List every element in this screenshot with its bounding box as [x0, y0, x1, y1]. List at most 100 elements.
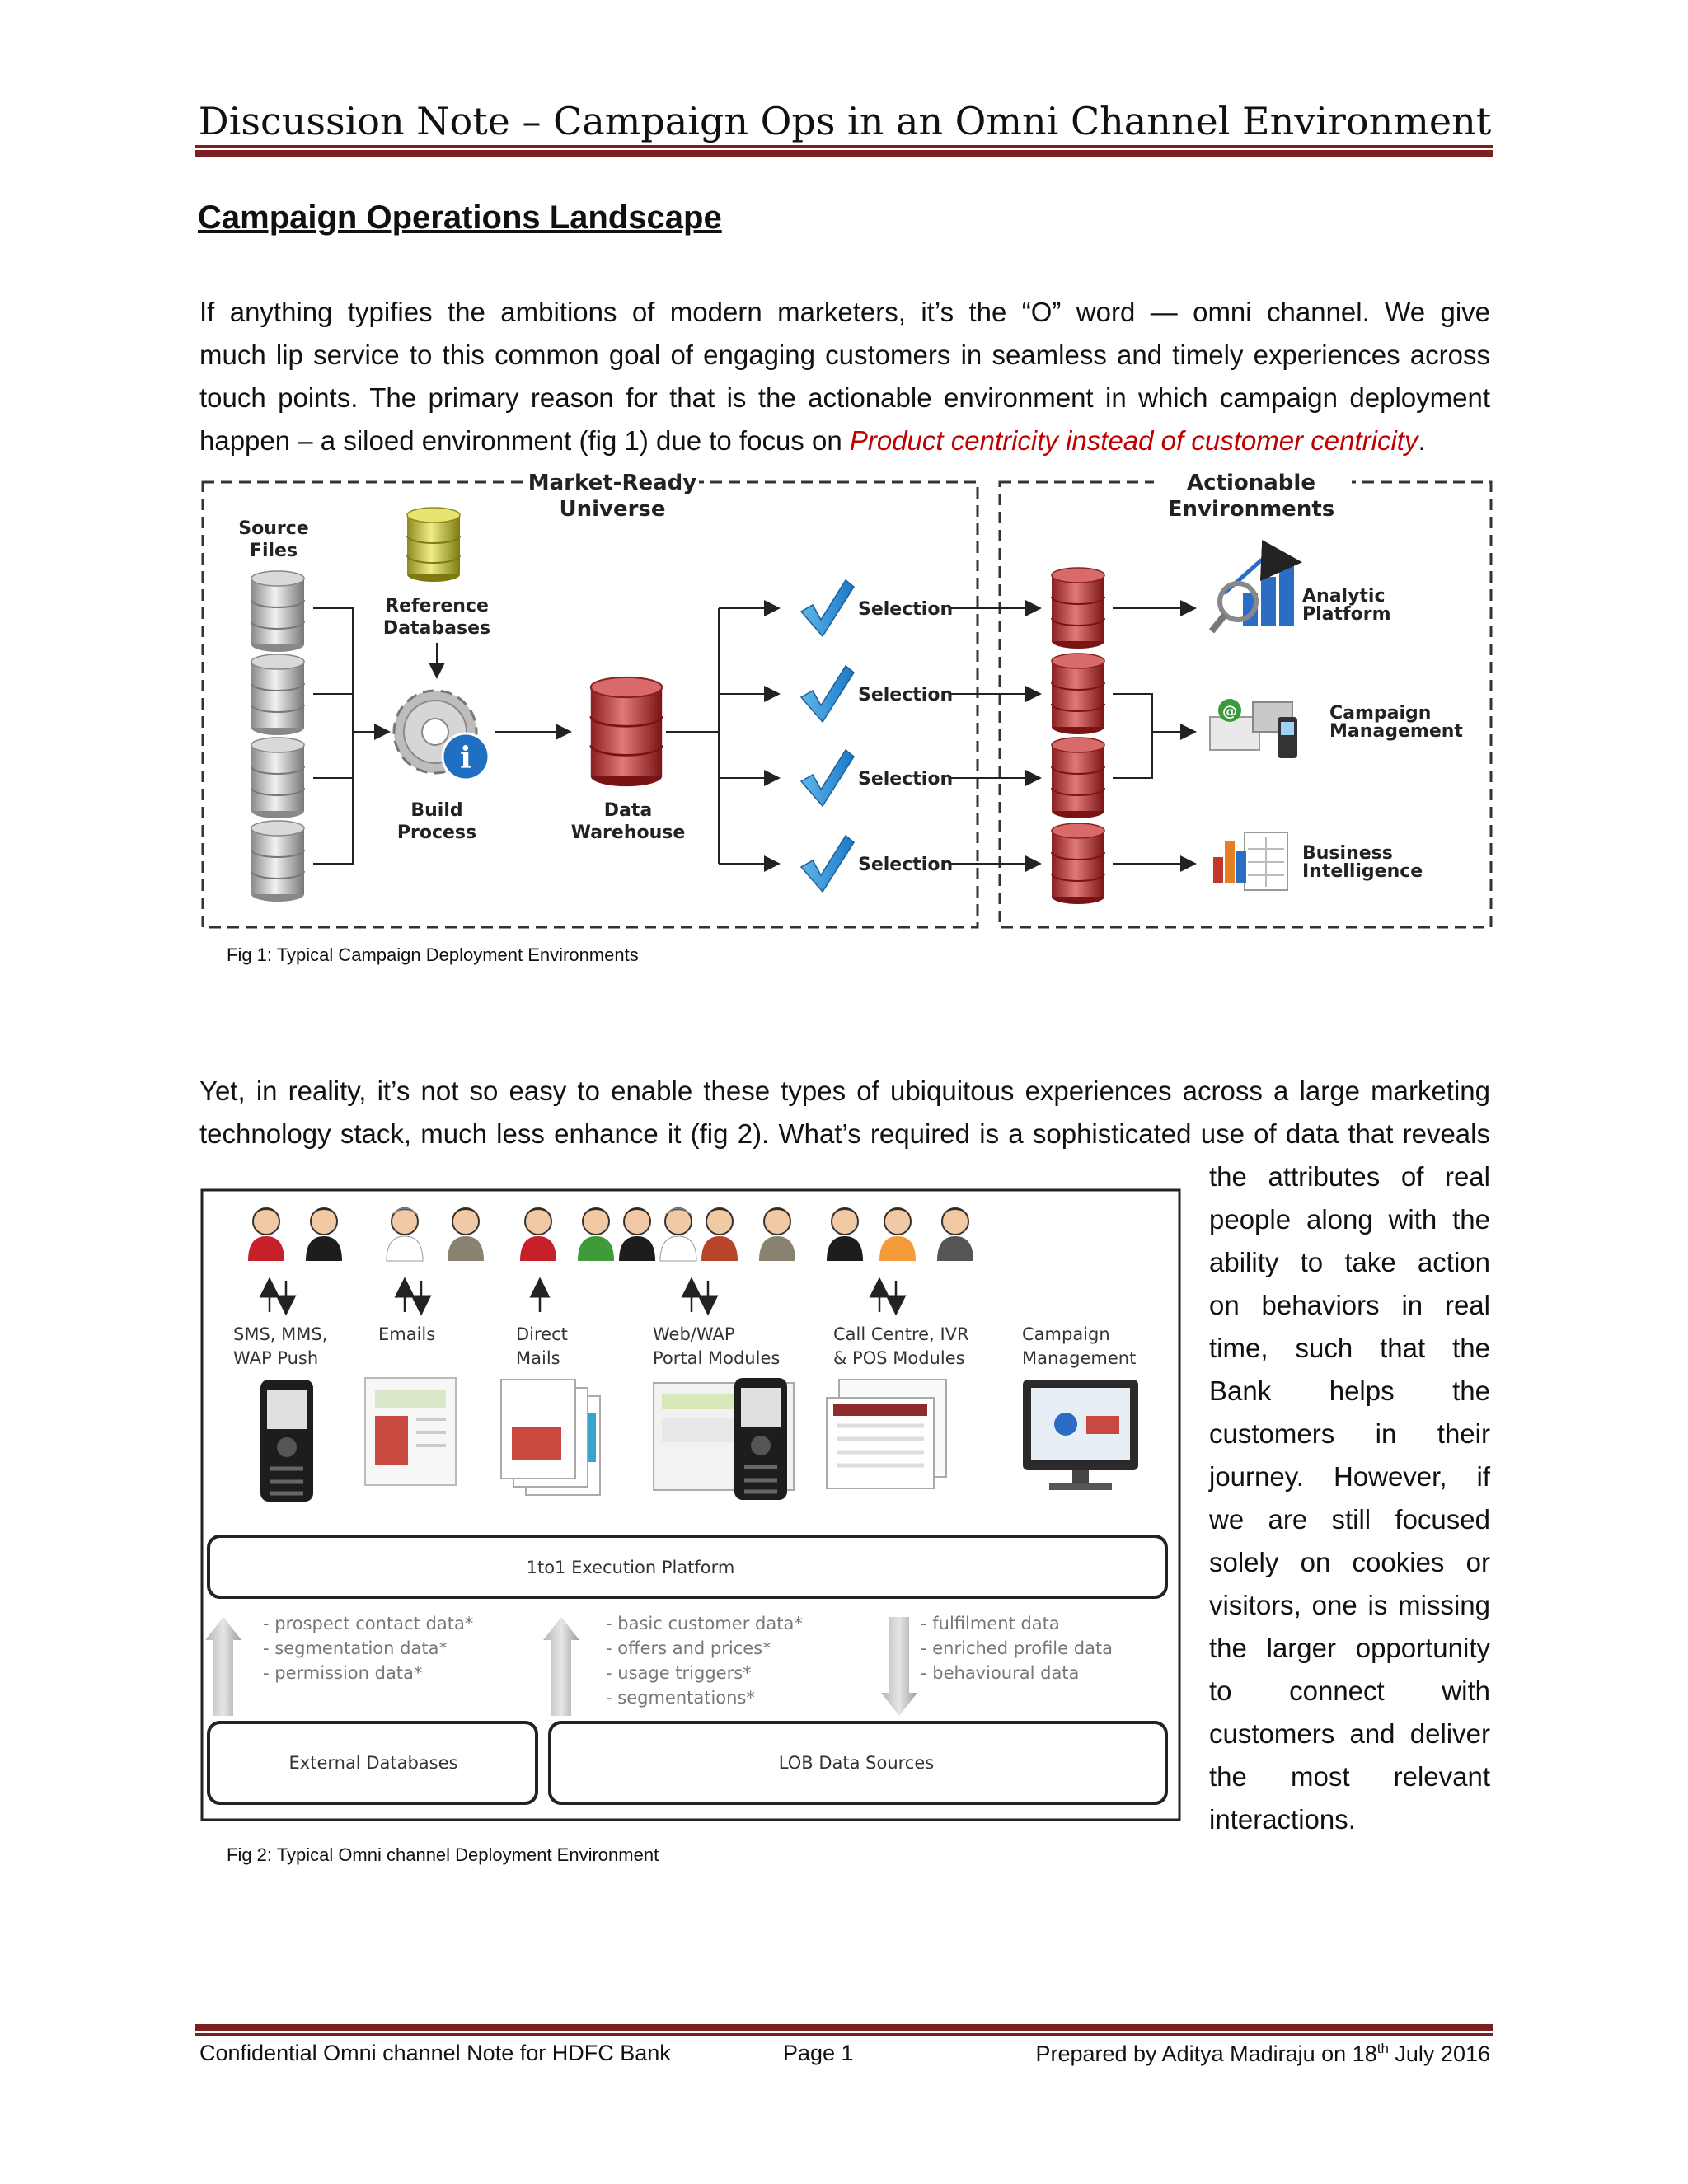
data-item: - basic customer data*	[606, 1614, 803, 1633]
direct-mail-icon	[500, 1379, 601, 1496]
paragraph-line: If anything typifies the ambitions of mo…	[199, 297, 1490, 327]
paragraph-line: happen – a siloed environment (fig 1) du…	[199, 419, 1490, 462]
side-paragraph-line: visitors, one is missing	[1209, 1590, 1490, 1620]
data-item: - segmentation data*	[263, 1638, 448, 1658]
up-arrow-icon	[543, 1617, 579, 1716]
info-icon: i	[441, 732, 490, 781]
side-paragraph-line: to connect with	[1209, 1675, 1490, 1706]
check-icon	[800, 835, 855, 893]
interaction-arrows	[259, 1277, 907, 1316]
channel-label: Portal Modules	[653, 1348, 780, 1368]
reference-databases-label: Reference	[385, 596, 489, 616]
channel-label: Web/WAP	[653, 1324, 735, 1344]
line-suffix: .	[1418, 425, 1426, 456]
side-paragraph-line: the larger opportunity	[1209, 1633, 1490, 1663]
web-portal-icon	[653, 1378, 795, 1500]
target-database-icon	[1051, 653, 1105, 735]
analytics-icon	[1208, 540, 1302, 634]
data-warehouse-label: Warehouse	[571, 823, 686, 843]
campaign-management-label: Campaign	[1329, 703, 1431, 724]
figure-2-diagram: SMS, MMS, WAP Push Emails Direct Mails W…	[200, 1188, 1181, 1821]
lob-data-sources-label: LOB Data Sources	[779, 1753, 934, 1773]
external-databases-box	[207, 1721, 538, 1805]
side-paragraph-line: interactions.	[1209, 1804, 1356, 1835]
check-icon	[800, 665, 855, 723]
footer-date: July 2016	[1388, 2041, 1490, 2066]
selection-label: Selection	[858, 855, 953, 875]
call-centre-screens-icon	[826, 1379, 947, 1489]
business-intelligence-icon	[1213, 832, 1288, 891]
data-item: - behavioural data	[921, 1663, 1079, 1683]
footer-rule	[195, 2024, 1493, 2031]
reference-database-icon	[406, 507, 461, 582]
side-paragraph-line: we are still focused	[1209, 1504, 1490, 1535]
data-item: - fulfilment data	[921, 1614, 1060, 1633]
section-heading: Campaign Operations Landscape	[198, 199, 722, 236]
down-arrow-icon	[881, 1617, 917, 1716]
selection-label: Selection	[858, 769, 953, 790]
campaign-management-label: Management	[1329, 721, 1463, 742]
footer-date-suffix: th	[1376, 2041, 1389, 2056]
data-item: - permission data*	[263, 1663, 422, 1683]
figure-1-diagram: Market-Ready Universe Actionable Environ…	[201, 470, 1493, 929]
body-paragraph: Yet, in reality, it’s not so easy to ena…	[199, 1070, 1490, 1155]
page-number: Page 1	[783, 2041, 854, 2065]
side-paragraph-line: on behaviors in real	[1209, 1290, 1490, 1320]
source-files-label: Files	[250, 541, 298, 561]
campaign-icon: @	[1209, 699, 1297, 758]
build-process-label: Build	[410, 800, 462, 821]
email-screens-icon	[364, 1377, 457, 1486]
channel-label: Call Centre, IVR	[833, 1324, 969, 1344]
figure-2-caption: Fig 2: Typical Omni channel Deployment E…	[227, 1844, 659, 1865]
channel-label: Campaign	[1022, 1324, 1110, 1344]
universe-title: Universe	[559, 497, 665, 522]
business-intelligence-label: Intelligence	[1302, 861, 1423, 882]
database-icon	[251, 737, 305, 819]
selection-label: Selection	[858, 599, 953, 620]
document-title: Discussion Note – Campaign Ops in an Omn…	[198, 99, 1492, 143]
side-paragraph-line: ability to take action	[1209, 1247, 1490, 1277]
svg-text:@: @	[1222, 703, 1237, 720]
paragraph-line: much lip service to this common goal of …	[199, 340, 1490, 370]
check-icon	[800, 749, 855, 807]
analytic-platform-label: Analytic	[1302, 586, 1386, 607]
paragraph-line: Yet, in reality, it’s not so easy to ena…	[199, 1076, 1490, 1106]
data-item: - prospect contact data*	[263, 1614, 473, 1633]
mobile-phone-icon	[260, 1380, 313, 1502]
header-rule	[195, 150, 1493, 157]
side-paragraph-line: solely on cookies or	[1209, 1547, 1490, 1577]
emphasis-text: Product centricity instead of customer c…	[849, 425, 1418, 456]
line-prefix: happen – a siloed environment (fig 1) du…	[199, 425, 850, 456]
data-item: - offers and prices*	[606, 1638, 771, 1658]
database-icon	[251, 820, 305, 902]
environments-title: Actionable	[1187, 471, 1315, 495]
intro-paragraph: If anything typifies the ambitions of mo…	[199, 291, 1490, 462]
monitor-icon	[1023, 1380, 1138, 1490]
side-paragraph-line: the attributes of real	[1209, 1161, 1490, 1192]
header-rule-thin	[195, 145, 1493, 148]
svg-text:i: i	[460, 741, 471, 776]
reference-databases-label: Databases	[383, 618, 490, 639]
channel-label: Direct	[516, 1324, 568, 1344]
channel-label: WAP Push	[233, 1348, 318, 1368]
business-intelligence-label: Business	[1302, 843, 1393, 864]
side-paragraph-line: time, such that the	[1209, 1333, 1490, 1363]
footer-right: Prepared by Aditya Madiraju on 18th July…	[1035, 2041, 1490, 2067]
channel-label: Mails	[516, 1348, 560, 1368]
channel-label: Emails	[378, 1324, 435, 1344]
side-paragraph-line: customers and deliver	[1209, 1718, 1490, 1749]
data-item: - usage triggers*	[606, 1663, 752, 1683]
footer-author: Prepared by Aditya Madiraju on 18	[1035, 2041, 1377, 2066]
selection-label: Selection	[858, 685, 953, 705]
paragraph-line: technology stack, much less enhance it (…	[199, 1118, 1490, 1149]
side-paragraph-line: the most relevant	[1209, 1761, 1490, 1792]
target-database-icon	[1051, 567, 1105, 649]
target-database-icon	[1051, 737, 1105, 819]
build-process-label: Process	[397, 823, 476, 843]
channel-label: Management	[1022, 1348, 1136, 1368]
side-paragraph-line: Bank helps the	[1209, 1376, 1490, 1406]
universe-title: Market-Ready	[528, 471, 696, 495]
source-files-label: Source	[238, 518, 308, 539]
figure-1-caption: Fig 1: Typical Campaign Deployment Envir…	[227, 944, 639, 965]
